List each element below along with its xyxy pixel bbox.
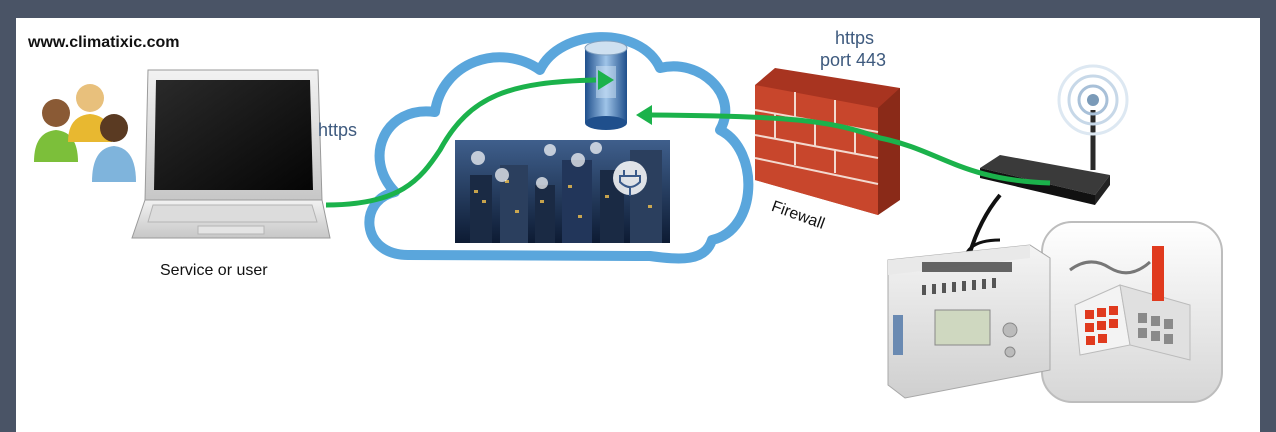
site-url: www.climatixic.com bbox=[28, 34, 180, 51]
https-label-right: https bbox=[835, 28, 875, 48]
https-label-left: https bbox=[318, 120, 358, 140]
users-icon bbox=[34, 84, 136, 182]
connection-lines bbox=[325, 70, 1051, 208]
database-icon bbox=[584, 40, 628, 130]
factory-icon bbox=[1041, 221, 1223, 403]
firewall-icon bbox=[754, 68, 900, 215]
laptop-icon bbox=[131, 69, 331, 239]
port-label: port 443 bbox=[820, 50, 887, 70]
city-icon bbox=[455, 140, 670, 243]
service-caption: Service or user bbox=[160, 262, 268, 279]
controller-icon bbox=[887, 244, 1051, 399]
